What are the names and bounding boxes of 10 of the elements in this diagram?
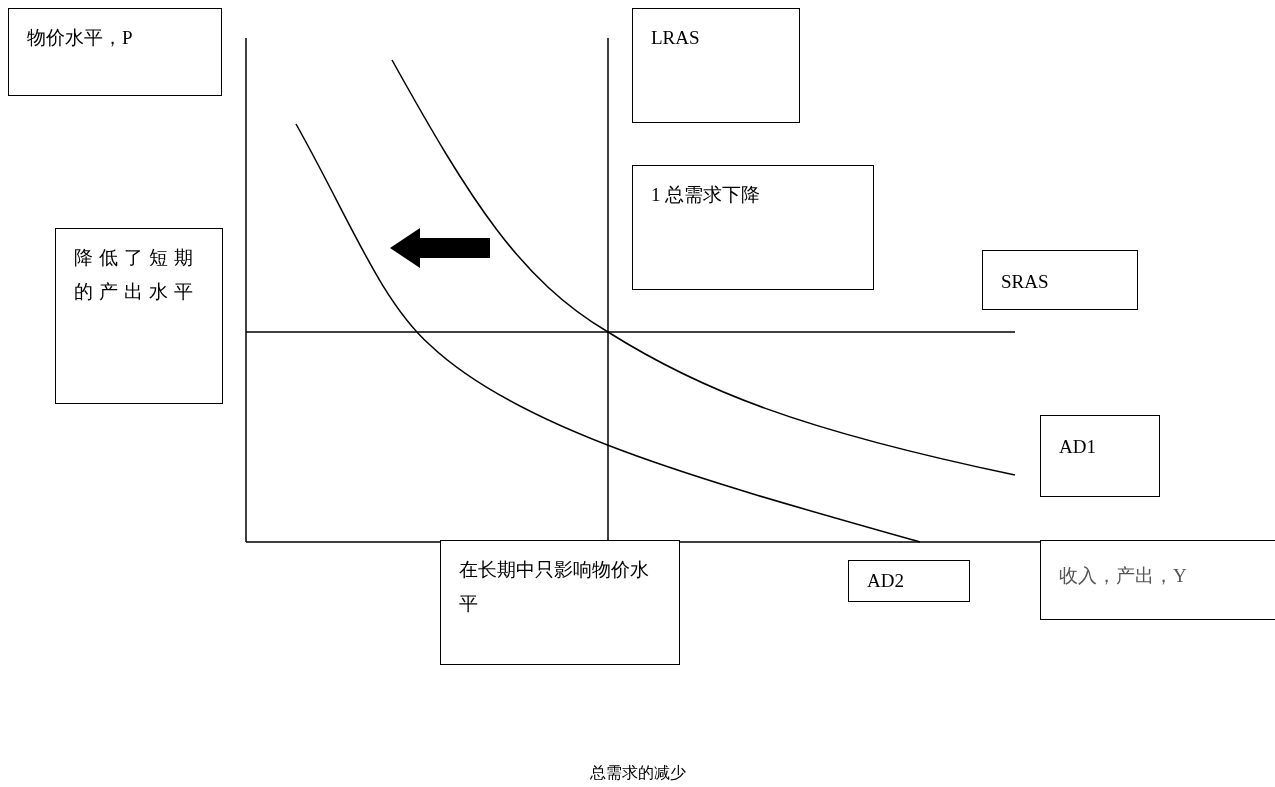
caption: 总需求的减少 <box>590 763 686 783</box>
annotation-label: 1 总需求下降 <box>632 165 874 290</box>
annotation-label: 降低了短期的产出水平 <box>55 228 223 404</box>
axis-label: 收入，产出，Y <box>1040 540 1275 620</box>
curve-label: AD1 <box>1040 415 1160 497</box>
curve-label: SRAS <box>982 250 1138 310</box>
curve-label: LRAS <box>632 8 800 123</box>
annotation-label: 在长期中只影响物价水平 <box>440 540 680 665</box>
axis-label: 物价水平，P <box>8 8 222 96</box>
curve-label: AD2 <box>848 560 970 602</box>
